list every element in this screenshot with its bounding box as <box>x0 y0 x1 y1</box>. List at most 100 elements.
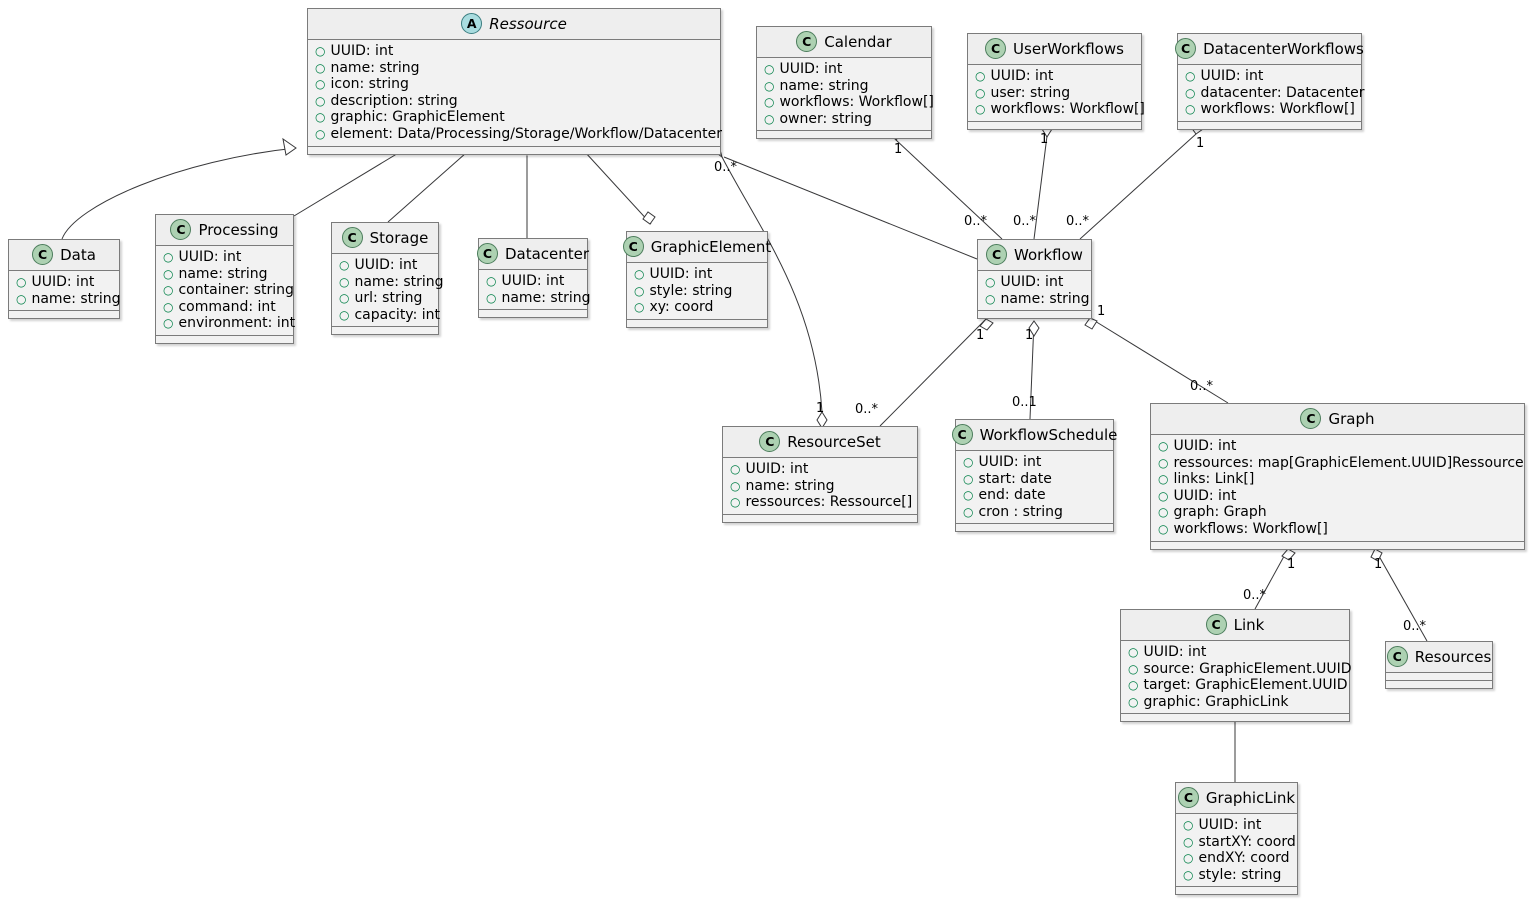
visibility-public-icon: ○ <box>963 488 974 503</box>
visibility-public-icon: ○ <box>339 258 350 272</box>
edge-datacenterworkflows-workflow <box>1079 133 1197 240</box>
class-icon: C <box>341 227 363 248</box>
attribute-row: ○element: Data/Processing/Storage/Workfl… <box>315 126 722 143</box>
attribute-row: ○url: string <box>339 290 432 307</box>
attribute-text: links: Link[] <box>1173 471 1255 488</box>
attribute-text: ressources: Ressource[] <box>745 494 913 511</box>
edge-ressource-graphicelement <box>584 151 652 225</box>
methods-compartment-ressource <box>308 146 720 154</box>
attribute-text: style: string <box>649 282 733 299</box>
attribute-row: ○UUID: int <box>163 249 287 266</box>
attributes-compartment-datacenter: ○UUID: int○name: string <box>479 270 591 311</box>
attributes-compartment-calendar: ○UUID: int○name: string○workflows: Workf… <box>757 58 934 132</box>
attribute-text: UUID: int <box>1143 644 1207 660</box>
attribute-text: workflows: Workflow[] <box>779 94 934 111</box>
visibility-public-icon: ○ <box>764 78 775 93</box>
visibility-public-icon: ○ <box>1183 818 1194 832</box>
visibility-public-icon: ○ <box>1183 851 1194 866</box>
methods-compartment-userworkflows <box>968 121 1141 129</box>
visibility-public-icon: ○ <box>1185 85 1196 100</box>
visibility-public-icon: ○ <box>315 60 326 75</box>
class-icon: C <box>985 38 1007 59</box>
attribute-text: name: string <box>178 265 268 282</box>
class-name-datacenter: Datacenter <box>504 244 590 263</box>
visibility-public-icon: ○ <box>975 69 986 83</box>
class-name-storage: Storage <box>369 228 429 247</box>
attribute-text: workflows: Workflow[] <box>1200 101 1355 118</box>
visibility-public-icon: ○ <box>163 266 174 281</box>
visibility-public-icon: ○ <box>339 291 350 306</box>
attribute-row: ○name: string <box>16 291 121 308</box>
attribute-row: ○name: string <box>985 291 1090 308</box>
multiplicity-label: 1 <box>1196 136 1205 151</box>
class-name-graph: Graph <box>1328 409 1375 428</box>
visibility-public-icon: ○ <box>634 267 645 281</box>
attributes-compartment-ressource: ○UUID: int○name: string○icon: string○des… <box>308 40 722 147</box>
attribute-row: ○graphic: GraphicLink <box>1128 694 1343 711</box>
attribute-text: cron : string <box>978 503 1063 520</box>
visibility-public-icon: ○ <box>339 274 350 289</box>
class-name-calendar: Calendar <box>824 32 892 51</box>
attribute-text: name: string <box>354 273 444 290</box>
attribute-text: workflows: Workflow[] <box>990 101 1145 118</box>
class-icon: C <box>1300 408 1322 429</box>
attribute-row: ○cron : string <box>963 504 1107 521</box>
attribute-row: ○startXY: coord <box>1183 834 1296 851</box>
multiplicity-label: 0..* <box>1403 619 1427 634</box>
attributes-compartment-storage: ○UUID: int○name: string○url: string○capa… <box>332 254 444 328</box>
attribute-row: ○source: GraphicElement.UUID <box>1128 661 1352 678</box>
attribute-row: ○UUID: int <box>634 266 761 283</box>
methods-compartment-processing <box>156 335 293 343</box>
visibility-public-icon: ○ <box>1158 505 1169 520</box>
attribute-text: UUID: int <box>745 461 809 477</box>
methods-compartment-graphicelement <box>627 319 767 327</box>
attribute-text: UUID: int <box>1173 438 1237 454</box>
attribute-text: name: string <box>31 290 121 307</box>
attribute-row: ○name: string <box>730 478 911 495</box>
visibility-public-icon: ○ <box>1158 439 1169 453</box>
attribute-row: ○owner: string <box>764 111 925 128</box>
multiplicity-label: 1 <box>1097 304 1106 319</box>
class-icon: C <box>1177 787 1199 808</box>
multiplicity-label: 1 <box>1025 328 1034 343</box>
methods-compartment-resources <box>1386 681 1492 688</box>
attributes-compartment-datacenterworkflows: ○UUID: int○datacenter: Datacenter○workfl… <box>1178 65 1364 122</box>
class-name-resources: Resources <box>1414 647 1492 666</box>
attribute-row: ○workflows: Workflow[] <box>975 101 1145 118</box>
visibility-public-icon: ○ <box>730 462 741 476</box>
multiplicity-label: 1 <box>976 328 985 343</box>
visibility-public-icon: ○ <box>1158 455 1169 470</box>
visibility-public-icon: ○ <box>1158 521 1169 536</box>
attribute-row: ○style: string <box>634 283 761 300</box>
attribute-row: ○user: string <box>975 85 1135 102</box>
attribute-text: UUID: int <box>990 68 1054 84</box>
attribute-row: ○UUID: int <box>486 273 581 290</box>
attribute-text: start: date <box>978 470 1052 487</box>
methods-compartment-link <box>1121 714 1349 722</box>
attributes-compartment-workflow: ○UUID: int○name: string <box>978 271 1091 312</box>
class-icon: C <box>1175 38 1197 59</box>
attribute-row: ○ endXY: coord <box>1183 850 1291 867</box>
attribute-text: style: string <box>1198 866 1282 883</box>
attribute-text: endXY: coord <box>1198 850 1290 867</box>
